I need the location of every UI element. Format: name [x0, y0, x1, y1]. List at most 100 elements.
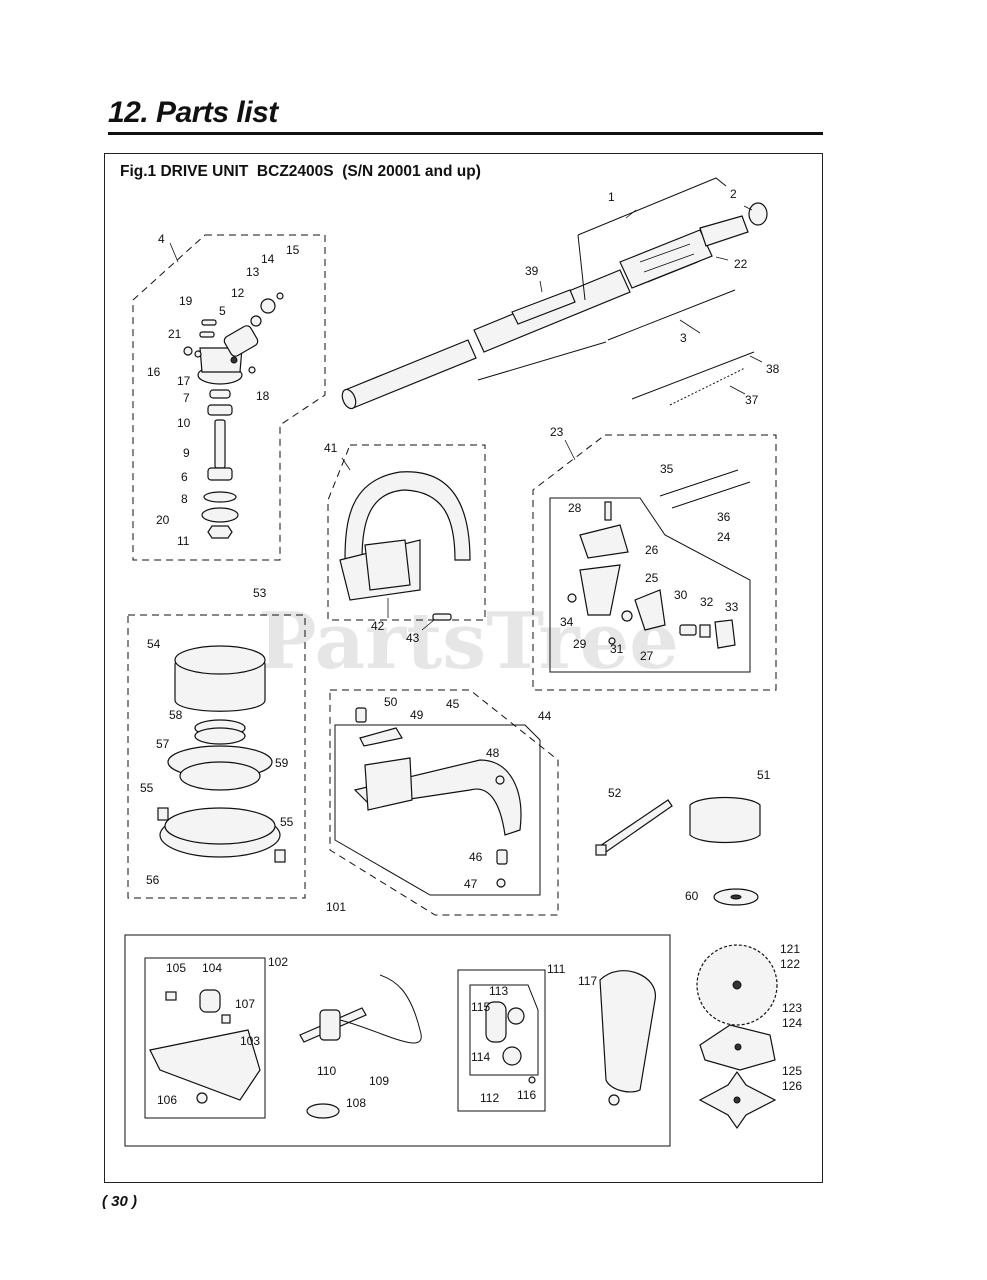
shaft-group-bracket [577, 177, 727, 301]
callout-117: 117 [578, 974, 597, 988]
callout-15: 15 [286, 243, 300, 257]
callout-44: 44 [538, 709, 552, 723]
trimmer-head-parts [157, 645, 286, 863]
callout-35: 35 [660, 462, 674, 476]
gear-head-shaft-stack [183, 292, 284, 539]
callout-1: 1 [608, 190, 615, 204]
section-heading: 12. Parts list [108, 96, 278, 129]
callout-33: 33 [725, 600, 739, 614]
callout-51: 51 [757, 768, 771, 782]
callout-56: 56 [146, 873, 160, 887]
group-24-outline [549, 497, 751, 673]
throttle-parts [567, 469, 751, 649]
group-44-outline [329, 689, 559, 916]
callout-105: 105 [166, 961, 186, 975]
callout-14: 14 [261, 252, 275, 266]
callout-57: 57 [156, 737, 170, 751]
callout-55a: 55 [140, 781, 154, 795]
callout-46: 46 [469, 850, 483, 864]
callout-115: 115 [471, 1000, 490, 1014]
callout-42: 42 [371, 619, 385, 633]
callout-112: 112 [480, 1091, 499, 1105]
group-111-outline [457, 969, 546, 1112]
callout-124: 124 [782, 1016, 802, 1030]
callout-101: 101 [326, 900, 346, 914]
drive-shaft-part [341, 202, 768, 410]
callout-19: 19 [179, 294, 193, 308]
callout-6: 6 [181, 470, 188, 484]
callout-labels: 1 2 3 4 5 6 7 8 9 10 11 12 13 14 15 16 1… [140, 187, 802, 1110]
callout-110: 110 [317, 1064, 336, 1078]
callout-20: 20 [156, 513, 170, 527]
callout-116: 116 [517, 1088, 536, 1102]
callout-27: 27 [640, 649, 654, 663]
callout-11: 11 [177, 534, 190, 548]
callout-24: 24 [717, 530, 731, 544]
callout-50: 50 [384, 695, 398, 709]
callout-17: 17 [177, 374, 191, 388]
callout-5: 5 [219, 304, 226, 318]
leader-lines [341, 205, 763, 631]
callout-31: 31 [610, 642, 624, 656]
callout-59: 59 [275, 756, 289, 770]
callout-122: 122 [780, 957, 800, 971]
callout-39: 39 [525, 264, 539, 278]
callout-123: 123 [782, 1001, 802, 1015]
callout-102: 102 [268, 955, 288, 969]
page-number: ( 30 ) [102, 1193, 138, 1210]
callout-28: 28 [568, 501, 582, 515]
callout-43: 43 [406, 631, 420, 645]
callout-7: 7 [183, 391, 190, 405]
callout-104: 104 [202, 961, 222, 975]
callout-30: 30 [674, 588, 688, 602]
callout-49: 49 [410, 708, 424, 722]
group-4-outline [132, 234, 326, 561]
callout-47: 47 [464, 877, 478, 891]
callout-25: 25 [645, 571, 659, 585]
callout-107: 107 [235, 997, 255, 1011]
figure-frame [104, 153, 823, 1183]
callout-36: 36 [717, 510, 731, 524]
callout-18: 18 [256, 389, 270, 403]
callout-125: 125 [782, 1064, 802, 1078]
group-45-outline [334, 724, 541, 896]
callout-29: 29 [573, 637, 587, 651]
callout-37: 37 [745, 393, 759, 407]
callout-121: 121 [780, 942, 800, 956]
callout-23: 23 [550, 425, 564, 439]
callout-13: 13 [246, 265, 260, 279]
callout-38: 38 [766, 362, 780, 376]
group-101-outline [124, 934, 671, 1147]
callout-54: 54 [147, 637, 161, 651]
callout-103: 103 [240, 1034, 260, 1048]
callout-52: 52 [608, 786, 622, 800]
group-112-outline [469, 984, 539, 1076]
callout-32: 32 [700, 595, 714, 609]
cover-parts [353, 707, 522, 888]
callout-4: 4 [158, 232, 165, 246]
callout-55b: 55 [280, 815, 294, 829]
kit-parts [149, 970, 656, 1119]
callout-8: 8 [181, 492, 188, 506]
callout-3: 3 [680, 331, 687, 345]
group-41-outline [327, 444, 486, 621]
callout-10: 10 [177, 416, 191, 430]
gear-head-part [197, 325, 259, 385]
figure-title: Fig.1 DRIVE UNIT BCZ2400S (S/N 20001 and… [120, 163, 481, 180]
callout-41: 41 [324, 441, 338, 455]
callout-22: 22 [734, 257, 748, 271]
accessory-parts [595, 796, 761, 906]
callout-21: 21 [168, 327, 182, 341]
callout-2: 2 [730, 187, 737, 201]
callout-106: 106 [157, 1093, 177, 1107]
callout-108: 108 [346, 1096, 366, 1110]
callout-26: 26 [645, 543, 659, 557]
heading-rule [108, 132, 823, 135]
blade-parts [696, 944, 778, 1130]
callout-113: 113 [489, 984, 508, 998]
callout-53: 53 [253, 586, 267, 600]
callout-16: 16 [147, 365, 161, 379]
callout-109: 109 [369, 1074, 389, 1088]
callout-60: 60 [685, 889, 699, 903]
callout-12: 12 [231, 286, 245, 300]
